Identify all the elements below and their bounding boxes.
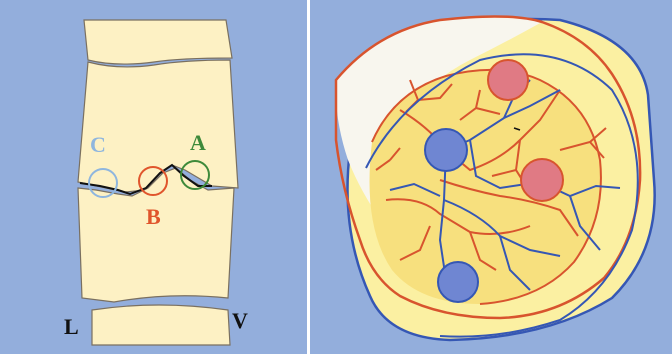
label-v: V bbox=[232, 308, 248, 333]
label-l: L bbox=[64, 314, 79, 339]
left-panel: C B A L V bbox=[64, 20, 248, 345]
upper-block bbox=[78, 60, 238, 192]
blue-spot-lower bbox=[438, 262, 478, 302]
upper-cap bbox=[84, 20, 232, 64]
lower-cap bbox=[92, 305, 230, 345]
red-spot-upper bbox=[488, 60, 528, 100]
label-a: A bbox=[190, 130, 206, 155]
panel-divider bbox=[307, 0, 310, 354]
label-c: C bbox=[90, 132, 106, 157]
right-panel bbox=[336, 16, 655, 340]
blue-spot-upper bbox=[425, 129, 467, 171]
red-spot-right bbox=[521, 159, 563, 201]
label-b: B bbox=[146, 204, 161, 229]
